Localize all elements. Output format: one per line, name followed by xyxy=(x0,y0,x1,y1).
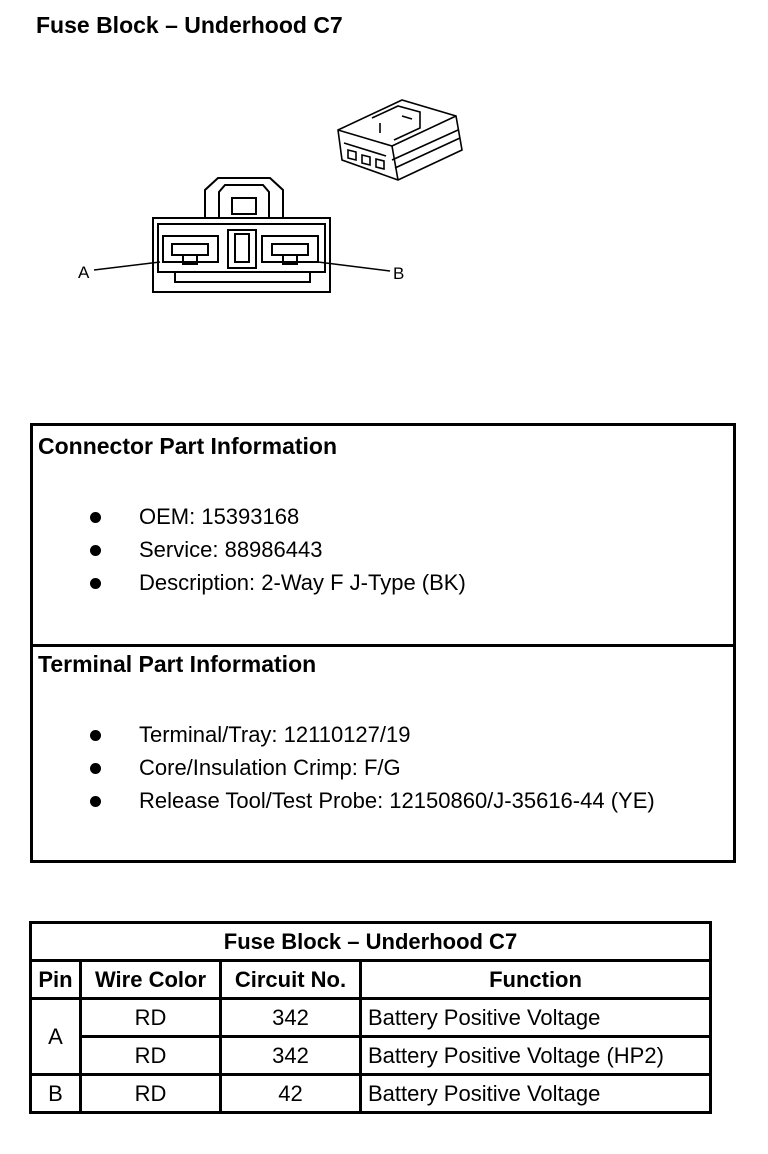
connector-oem: OEM: 15393168 xyxy=(139,504,300,529)
connector-description: Description: 2-Way F J-Type (BK) xyxy=(139,570,466,595)
connector-info-heading: Connector Part Information xyxy=(38,433,338,459)
pin-a-label: A xyxy=(78,263,90,282)
connector-service: Service: 88986443 xyxy=(139,537,323,562)
bullet-icon xyxy=(90,512,101,523)
bullet-icon xyxy=(90,578,101,589)
connector-face-view xyxy=(152,177,331,293)
bullet-icon xyxy=(90,545,101,556)
connector-isometric-view xyxy=(337,99,463,181)
function-cell: Battery Positive Voltage xyxy=(359,1073,712,1114)
bullet-icon xyxy=(90,796,101,807)
bullet-icon xyxy=(90,730,101,741)
wire-color-cell: RD xyxy=(79,997,222,1038)
terminal-part-information: Terminal Part Information Terminal/Tray:… xyxy=(33,644,733,860)
pin-b-leader xyxy=(317,261,391,272)
bullet-icon xyxy=(90,763,101,774)
connector-part-information: Connector Part Information OEM: 15393168… xyxy=(33,426,733,647)
wire-color-cell: RD xyxy=(79,1073,222,1114)
terminal-tray: Terminal/Tray: 12110127/19 xyxy=(139,722,411,747)
terminal-crimp: Core/Insulation Crimp: F/G xyxy=(139,755,401,780)
terminal-release-tool: Release Tool/Test Probe: 12150860/J-3561… xyxy=(139,788,655,813)
part-information-box: Connector Part Information OEM: 15393168… xyxy=(30,423,736,863)
header-circuit: Circuit No. xyxy=(219,959,362,1000)
pin-cell: B xyxy=(29,1073,82,1114)
header-pin: Pin xyxy=(29,959,82,1000)
pin-cell: A xyxy=(29,997,82,1076)
wire-color-cell: RD xyxy=(79,1035,222,1076)
pin-table: Fuse Block – Underhood C7 Pin Wire Color… xyxy=(29,921,712,1114)
circuit-cell: 42 xyxy=(219,1073,362,1114)
page-title: Fuse Block – Underhood C7 xyxy=(36,12,343,38)
table-row: A RD 342 Battery Positive Voltage xyxy=(29,997,712,1076)
table-title-row: Fuse Block – Underhood C7 xyxy=(29,921,712,962)
function-cell: Battery Positive Voltage xyxy=(359,997,712,1038)
table-header-row: Pin Wire Color Circuit No. Function xyxy=(29,959,712,1000)
circuit-cell: 342 xyxy=(219,1035,362,1076)
circuit-cell: 342 xyxy=(219,997,362,1038)
table-row: B RD 42 Battery Positive Voltage xyxy=(29,1073,712,1114)
header-function: Function xyxy=(359,959,712,1000)
terminal-info-heading: Terminal Part Information xyxy=(38,651,317,677)
table-title: Fuse Block – Underhood C7 xyxy=(29,921,712,962)
pin-b-label: B xyxy=(393,264,404,283)
pin-a-leader xyxy=(93,261,161,271)
header-wire-color: Wire Color xyxy=(79,959,222,1000)
table-row: RD 342 Battery Positive Voltage (HP2) xyxy=(31,1035,712,1076)
function-cell: Battery Positive Voltage (HP2) xyxy=(359,1035,712,1076)
connector-diagram: A B xyxy=(78,99,463,293)
